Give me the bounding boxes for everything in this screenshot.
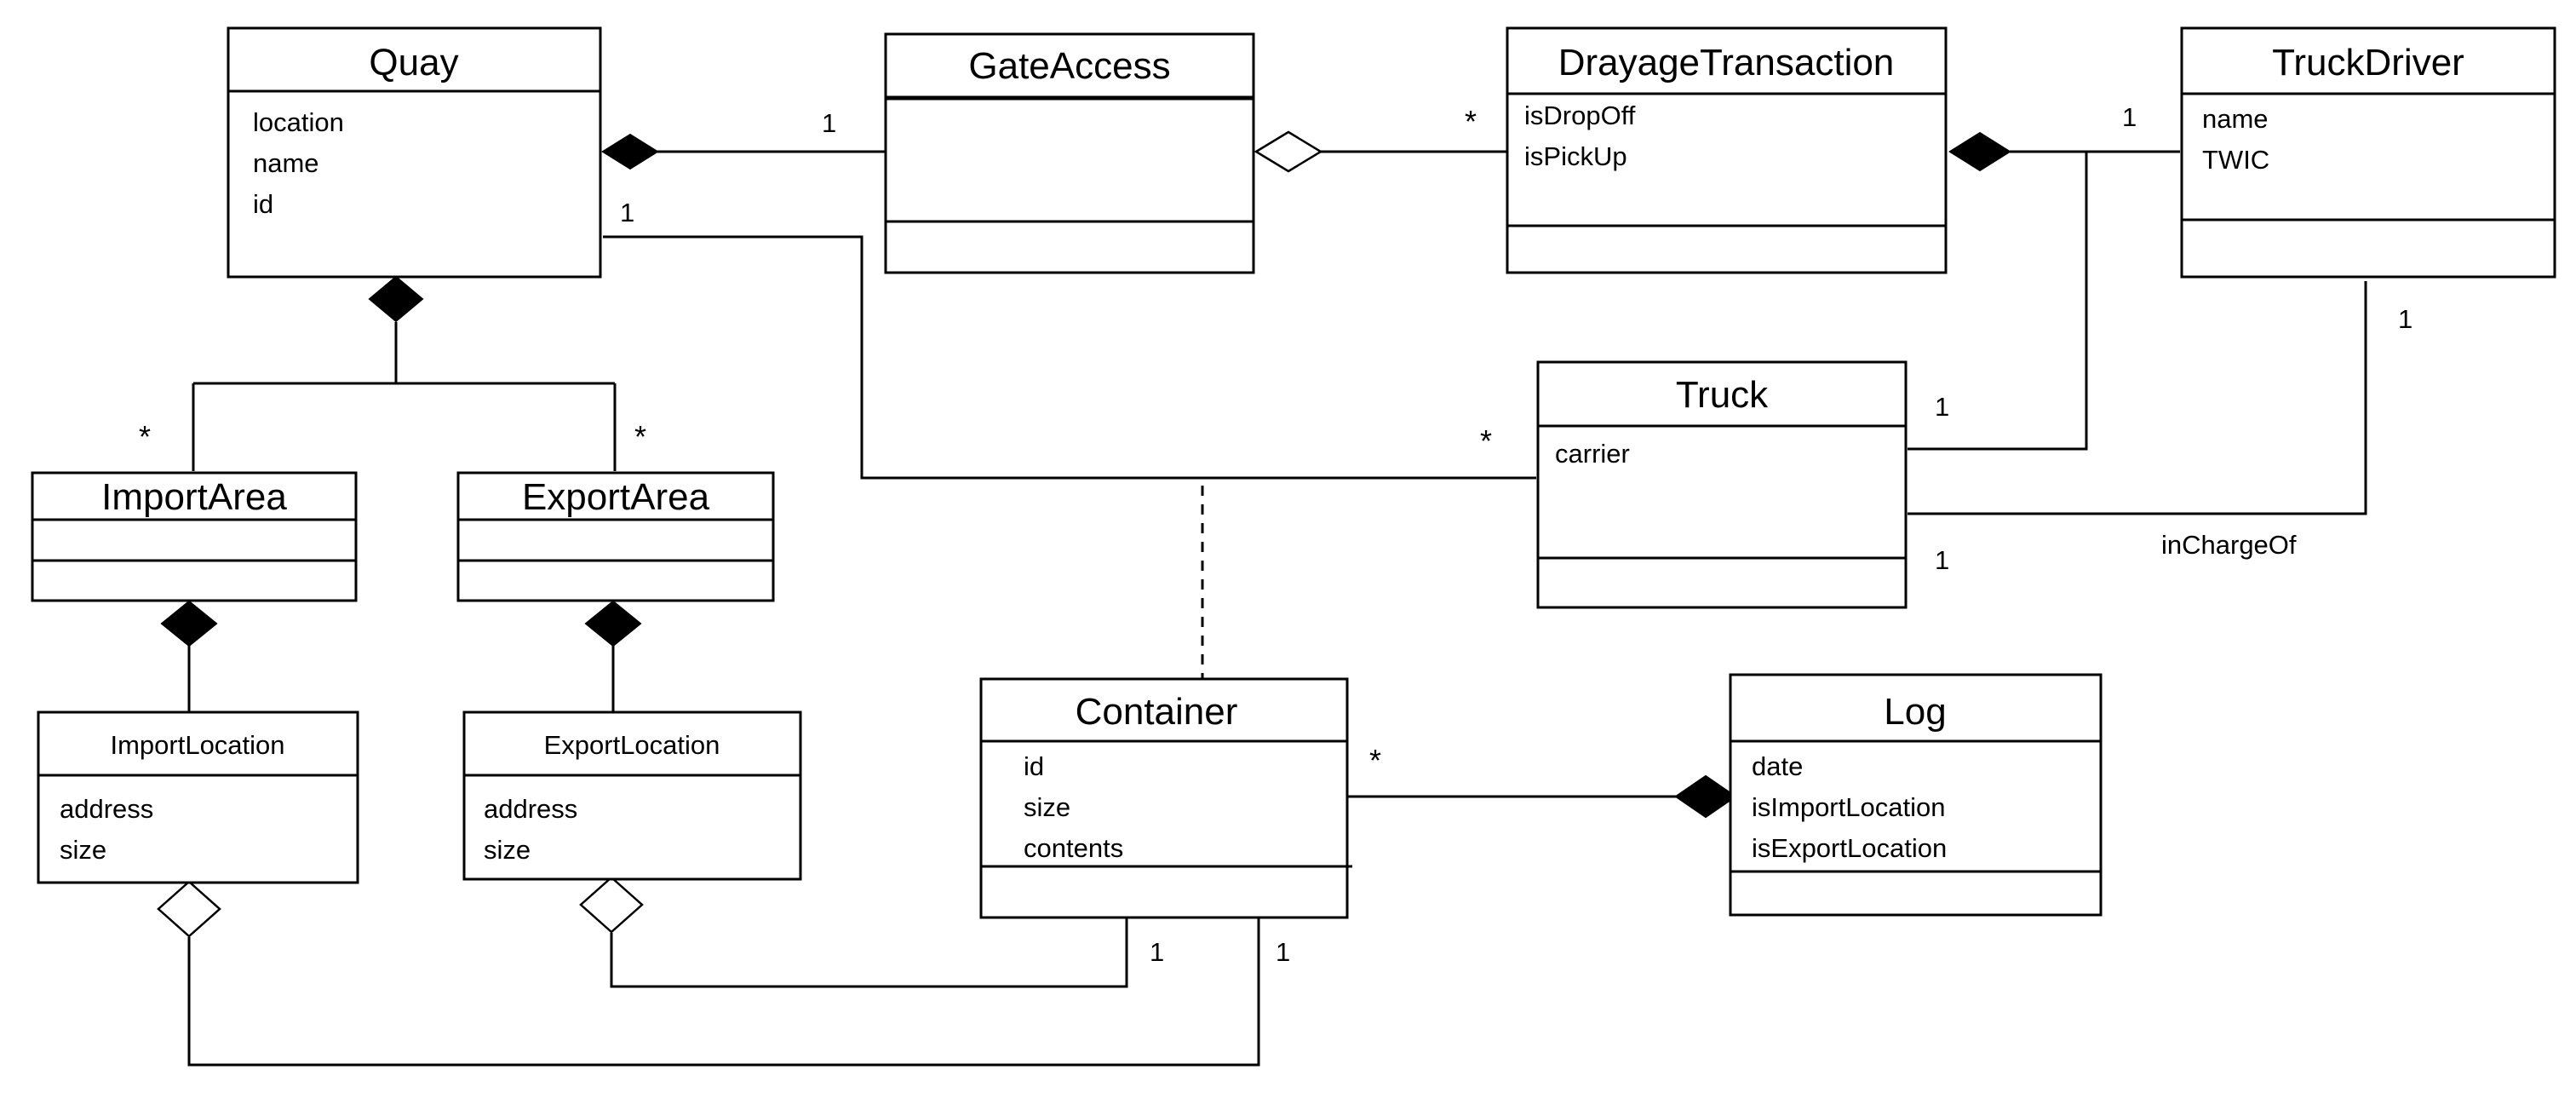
class-name: GateAccess: [968, 45, 1170, 87]
class-importlocation[interactable]: ImportLocation address size: [37, 710, 359, 884]
class-attribute: name: [253, 148, 319, 178]
class-name: ExportLocation: [544, 730, 720, 760]
class-attribute: size: [1024, 792, 1070, 822]
class-name: Container: [1076, 691, 1238, 733]
multiplicity-label: 1: [1150, 937, 1164, 967]
connectors: [187, 150, 2367, 1067]
class-attribute: isImportLocation: [1752, 792, 1945, 822]
class-drayagetransaction-frame: [1506, 26, 1948, 274]
multiplicity-label: 1: [620, 198, 634, 227]
multiplicity-label: *: [1480, 423, 1492, 458]
multiplicity-label: *: [634, 419, 646, 454]
multiplicity-label: 1: [2122, 102, 2137, 132]
class-attribute: TWIC: [2202, 145, 2269, 175]
exportlocation-aggregation-diamond: [579, 876, 644, 934]
diamonds: [157, 130, 2011, 938]
quay-truck-line: [603, 235, 1536, 480]
class-exportlocation[interactable]: ExportLocation address size: [462, 710, 802, 881]
class-importlocation-frame: [37, 710, 359, 884]
importarea-composition-diamond: [160, 600, 218, 647]
exportarea-composition-diamond: [584, 600, 642, 647]
class-container-frame: [979, 677, 1349, 919]
class-attribute: address: [484, 794, 577, 824]
class-truck-frame: [1536, 360, 1908, 609]
class-truck[interactable]: Truck carrier: [1536, 360, 1908, 609]
class-attribute: location: [253, 107, 344, 137]
exportlocation-container-line: [610, 918, 1128, 988]
class-drayagetransaction[interactable]: DrayageTransaction isDropOff isPickUp: [1506, 26, 1948, 274]
class-attribute: date: [1752, 751, 1803, 781]
class-log-frame: [1729, 673, 2103, 917]
class-attribute: isPickUp: [1524, 141, 1627, 171]
class-attribute: id: [1024, 751, 1044, 781]
drayage-driver-composition-diamond: [1948, 131, 2011, 172]
class-attribute: name: [2202, 104, 2269, 134]
multiplicity-label: 1: [1276, 937, 1290, 967]
class-attribute: id: [253, 189, 273, 219]
class-name: ImportLocation: [110, 730, 284, 760]
class-name: TruckDriver: [2272, 42, 2464, 83]
class-exportarea-frame: [456, 471, 775, 602]
class-attribute: isExportLocation: [1752, 833, 1947, 863]
class-attribute: size: [60, 835, 106, 865]
multiplicity-label: 1: [1935, 392, 1949, 422]
truck-driver-incharge-line: [1908, 281, 2367, 515]
multiplicity-label: 1: [2398, 304, 2412, 334]
class-attribute: isDropOff: [1524, 101, 1636, 130]
class-exportlocation-frame: [462, 710, 802, 881]
class-exportarea[interactable]: ExportArea: [456, 471, 775, 602]
multiplicity-label: *: [1369, 743, 1381, 778]
class-attribute: carrier: [1555, 439, 1630, 469]
multiplicity-label: 1: [822, 108, 836, 138]
quay-areas-composition-diamond: [368, 275, 424, 323]
class-importarea-frame: [31, 471, 358, 602]
multiplicity-label: 1: [1935, 545, 1949, 575]
class-log[interactable]: Log date isImportLocation isExportLocati…: [1729, 673, 2103, 917]
class-gateaccess-frame: [884, 32, 1255, 274]
class-importarea[interactable]: ImportArea: [31, 471, 358, 602]
importlocation-aggregation-diamond: [157, 880, 221, 938]
multiplicity-label: *: [139, 419, 151, 454]
class-name: Log: [1884, 691, 1946, 733]
class-name: ExportArea: [522, 476, 710, 518]
quay-gateaccess-composition-diamond: [601, 133, 659, 170]
truck-drayage-line: [1908, 152, 2088, 451]
class-name: Truck: [1676, 374, 1769, 416]
class-quay-frame: [227, 26, 602, 279]
multiplicities: 1 * 1 1 * * * 1 1 1 * 1 1: [139, 102, 2412, 967]
class-name: Quay: [369, 42, 458, 83]
importlocation-container-line: [187, 918, 1260, 1067]
class-quay[interactable]: Quay location name id: [227, 26, 602, 279]
class-truckdriver-frame: [2180, 26, 2556, 279]
gateaccess-drayage-aggregation-diamond: [1254, 130, 1323, 173]
class-gateaccess[interactable]: GateAccess: [884, 32, 1255, 274]
class-name: DrayageTransaction: [1558, 42, 1895, 83]
class-attribute: address: [60, 794, 153, 824]
class-container[interactable]: Container id size contents: [979, 677, 1352, 919]
class-attribute: contents: [1024, 833, 1123, 863]
class-name: ImportArea: [101, 476, 287, 518]
association-role-label: inChargeOf: [2161, 530, 2297, 560]
class-truckdriver[interactable]: TruckDriver name TWIC: [2180, 26, 2556, 279]
class-attribute: size: [484, 835, 531, 865]
multiplicity-label: *: [1465, 104, 1477, 139]
container-log-composition-diamond: [1674, 774, 1737, 819]
